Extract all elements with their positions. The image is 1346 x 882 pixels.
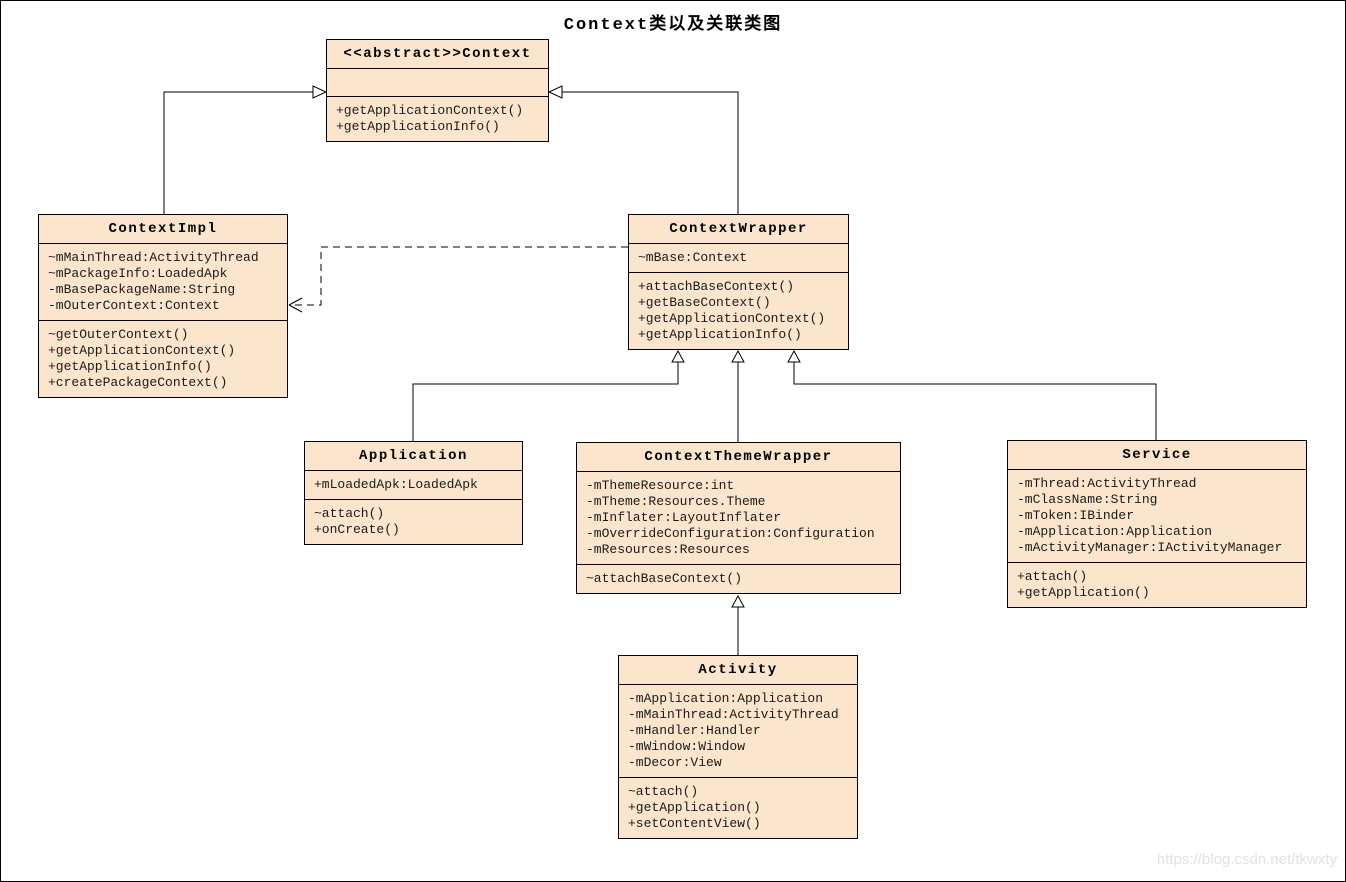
class-contextimpl-methods: ~getOuterContext() +getApplicationContex… xyxy=(39,321,287,397)
attribute: -mClassName:String xyxy=(1017,492,1158,507)
dependency-contextwrapper-to-contextimpl xyxy=(288,246,628,313)
attribute: -mBasePackageName:String xyxy=(48,282,236,297)
class-contextwrapper: ContextWrapper ~mBase:Context +attachBas… xyxy=(628,214,849,350)
method: ~attachBaseContext() xyxy=(586,571,743,586)
method: ~getOuterContext() xyxy=(48,327,189,342)
method: +getApplicationInfo() xyxy=(48,359,212,374)
class-application: Application +mLoadedApk:LoadedApk ~attac… xyxy=(304,441,523,545)
method: +createPackageContext() xyxy=(48,375,228,390)
generalization-service-to-contextwrapper xyxy=(787,349,1157,440)
method: ~attach() xyxy=(314,506,385,521)
class-contextwrapper-attributes: ~mBase:Context xyxy=(629,244,848,273)
class-contextimpl-attributes: ~mMainThread:ActivityThread ~mPackageInf… xyxy=(39,244,287,321)
class-contextimpl-title: ContextImpl xyxy=(39,215,287,244)
class-service-title: Service xyxy=(1008,441,1306,470)
class-contextthemewrapper: ContextThemeWrapper -mThemeResource:int … xyxy=(576,442,901,594)
attribute: -mThemeResource:int xyxy=(586,478,735,493)
method: +attach() xyxy=(1017,569,1088,584)
class-contextwrapper-title: ContextWrapper xyxy=(629,215,848,244)
attribute: -mResources:Resources xyxy=(586,542,750,557)
hollow-triangle-arrowhead xyxy=(731,594,745,608)
method: ~attach() xyxy=(628,784,699,799)
method: +getApplicationInfo() xyxy=(638,327,802,342)
class-contextwrapper-methods: +attachBaseContext() +getBaseContext() +… xyxy=(629,273,848,349)
generalization-contextwrapper-to-context xyxy=(547,85,739,214)
class-service-attributes: -mThread:ActivityThread -mClassName:Stri… xyxy=(1008,470,1306,563)
method: +getApplication() xyxy=(1017,585,1150,600)
hollow-triangle-arrowhead xyxy=(312,85,328,99)
generalization-activity-to-contextthemewrapper xyxy=(731,594,745,655)
attribute: -mApplication:Application xyxy=(628,691,824,706)
attribute: -mOverrideConfiguration:Configuration xyxy=(586,526,875,541)
class-context-methods: +getApplicationContext() +getApplication… xyxy=(327,97,548,141)
attribute: -mDecor:View xyxy=(628,755,722,770)
hollow-triangle-arrowhead xyxy=(547,85,563,99)
method: +getApplicationContext() xyxy=(48,343,236,358)
method: +onCreate() xyxy=(314,522,400,537)
generalization-application-to-contextwrapper xyxy=(412,349,685,441)
class-context-title: <<abstract>>Context xyxy=(327,40,548,69)
method: +getApplicationContext() xyxy=(638,311,826,326)
class-context-attributes xyxy=(327,69,548,97)
class-contextthemewrapper-methods: ~attachBaseContext() xyxy=(577,565,900,593)
class-activity-title: Activity xyxy=(619,656,857,685)
attribute: -mApplication:Application xyxy=(1017,524,1213,539)
hollow-triangle-arrowhead xyxy=(731,349,745,363)
class-contextimpl: ContextImpl ~mMainThread:ActivityThread … xyxy=(38,214,288,398)
hollow-triangle-arrowhead xyxy=(671,349,685,363)
method: +getApplicationContext() xyxy=(336,103,524,118)
attribute: -mMainThread:ActivityThread xyxy=(628,707,839,722)
class-context: <<abstract>>Context +getApplicationConte… xyxy=(326,39,549,142)
attribute: -mThread:ActivityThread xyxy=(1017,476,1197,491)
class-service: Service -mThread:ActivityThread -mClassN… xyxy=(1007,440,1307,608)
class-activity-methods: ~attach() +getApplication() +setContentV… xyxy=(619,778,857,838)
hollow-triangle-arrowhead xyxy=(787,349,801,363)
attribute: -mHandler:Handler xyxy=(628,723,761,738)
class-service-methods: +attach() +getApplication() xyxy=(1008,563,1306,607)
csdn-watermark: https://blog.csdn.net/tkwxty xyxy=(1156,851,1337,868)
attribute: ~mBase:Context xyxy=(638,250,748,265)
method: +getApplicationInfo() xyxy=(336,119,500,134)
attribute: -mToken:IBinder xyxy=(1017,508,1135,523)
attribute: -mActivityManager:IActivityManager xyxy=(1017,540,1283,555)
open-arrowhead xyxy=(288,297,303,306)
class-activity: Activity -mApplication:Application -mMai… xyxy=(618,655,858,839)
method: +getApplication() xyxy=(628,800,761,815)
open-arrowhead xyxy=(288,304,303,313)
method: +attachBaseContext() xyxy=(638,279,795,294)
generalization-contextthemewrapper-to-contextwrapper xyxy=(731,349,745,442)
class-contextthemewrapper-title: ContextThemeWrapper xyxy=(577,443,900,472)
attribute: ~mPackageInfo:LoadedApk xyxy=(48,266,228,281)
attribute: +mLoadedApk:LoadedApk xyxy=(314,477,478,492)
class-contextthemewrapper-attributes: -mThemeResource:int -mTheme:Resources.Th… xyxy=(577,472,900,565)
attribute: -mWindow:Window xyxy=(628,739,746,754)
class-application-title: Application xyxy=(305,442,522,471)
attribute: ~mMainThread:ActivityThread xyxy=(48,250,259,265)
method: +getBaseContext() xyxy=(638,295,771,310)
attribute: -mInflater:LayoutInflater xyxy=(586,510,782,525)
attribute: -mOuterContext:Context xyxy=(48,298,220,313)
class-application-attributes: +mLoadedApk:LoadedApk xyxy=(305,471,522,500)
class-activity-attributes: -mApplication:Application -mMainThread:A… xyxy=(619,685,857,778)
method: +setContentView() xyxy=(628,816,761,831)
attribute: -mTheme:Resources.Theme xyxy=(586,494,766,509)
class-application-methods: ~attach() +onCreate() xyxy=(305,500,522,544)
generalization-contextimpl-to-context xyxy=(163,85,328,214)
diagram-title: Context类以及关联类图 xyxy=(563,16,783,35)
